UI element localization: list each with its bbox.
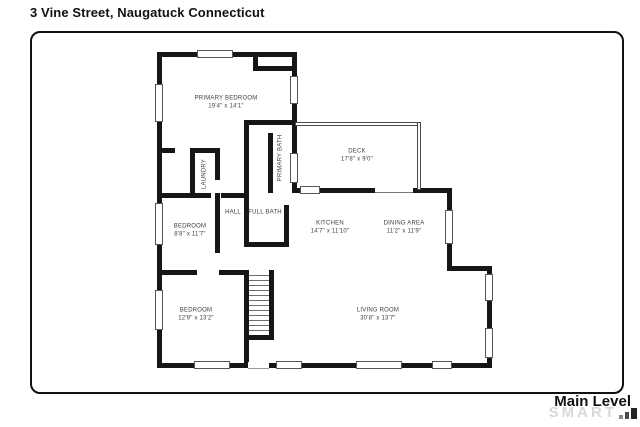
room-label-full-bath: FULL BATH [248,209,281,217]
window [445,210,453,244]
room-dims: 11'2" x 11'9" [386,228,422,234]
floorplan-border [30,31,624,394]
wall-bedroom1-right [215,193,220,253]
smart-logo-text: SMART [548,404,617,421]
deck-railing-right [417,122,421,190]
wall-laundry-top [190,148,220,153]
room-name: PRIMARY BEDROOM [194,95,258,102]
wall-bedroom2-top-right [219,270,249,275]
wall-bedroom2-top-left [157,270,197,275]
window [485,274,493,301]
window [356,361,402,369]
window [276,361,302,369]
room-dims: 12'9" x 13'2" [178,315,214,321]
room-name: FULL BATH [248,209,282,216]
sliding-door-deck [375,188,413,193]
room-name: LAUNDRY [201,159,208,189]
wall-laundry-right [215,148,220,180]
wall-bottom-exterior [157,363,492,368]
room-label-living-room: LIVING ROOM 30'8" x 13'7" [357,308,399,323]
wall-bedroom1-top-right [221,193,249,198]
room-label-primary-bath: PRIMARY BATH [277,135,285,182]
window [300,186,320,194]
wall-laundry-left [190,148,195,197]
window [290,76,298,104]
wall-stair-left [244,270,249,368]
wall-bedroom1-top-left [157,193,211,198]
staircase [249,275,269,335]
page-title: 3 Vine Street, Naugatuck Connecticut [30,5,265,20]
wall-fullbath-bottom [244,242,289,247]
wall-kitchen-top [292,188,452,193]
room-label-kitchen: KITCHEN 14'7" x 11'10" [311,221,350,236]
window [197,50,233,58]
window [155,290,163,330]
wall-niche-horizontal [253,66,297,71]
room-label-laundry: LAUNDRY [201,159,209,189]
wall-fullbath-right [284,205,289,247]
room-name: LIVING ROOM [356,307,400,314]
wall-niche-vertical [253,52,258,71]
window [194,361,230,369]
window [290,153,298,183]
wall-step [447,266,492,271]
room-label-primary-bedroom: PRIMARY BEDROOM 19'4" x 14'1" [195,96,258,111]
room-name: DINING AREA [383,220,425,227]
wall-living-right [487,266,492,368]
room-label-bedroom-lower: BEDROOM 12'9" x 13'2" [178,308,214,323]
window [155,84,163,122]
room-label-bedroom-mid: BEDROOM 8'8" x 11'7" [174,224,206,239]
wall-stair-right [269,270,274,340]
room-name: DECK [348,148,366,155]
room-name: BEDROOM [173,223,207,230]
room-dims: 30'8" x 13'7" [360,315,396,321]
wall-primarybath-left [268,133,273,193]
room-label-dining-area: DINING AREA 11'2" x 11'9" [384,221,425,236]
wall-primarybath-top [244,120,292,125]
room-label-hall: HALL [225,209,241,217]
entry-door [248,362,269,369]
wall-hall-upper [244,120,249,193]
smart-logo-bars-icon [619,408,637,419]
room-name: KITCHEN [316,220,344,227]
wall-fullbath-left [244,193,249,247]
window [485,328,493,358]
room-name: HALL [225,209,241,216]
room-dims: 14'7" x 11'10" [310,228,350,234]
wall-right-upper [292,52,297,193]
wall-stair-bottom [244,335,274,340]
window [155,203,163,245]
wall-primarybedroom-bottom [157,148,175,153]
window [432,361,452,369]
room-dims: 8'8" x 11'7" [174,231,206,237]
room-dims: 19'4" x 14'1" [208,103,244,109]
deck-railing-top [295,122,421,126]
room-name: BEDROOM [179,307,213,314]
smart-logo: SMART [549,405,637,420]
room-dims: 17'8" x 9'0" [341,156,373,162]
room-name: PRIMARY BATH [277,134,284,182]
level-label: Main Level [554,393,631,410]
room-label-deck: DECK 17'8" x 9'0" [341,149,373,164]
